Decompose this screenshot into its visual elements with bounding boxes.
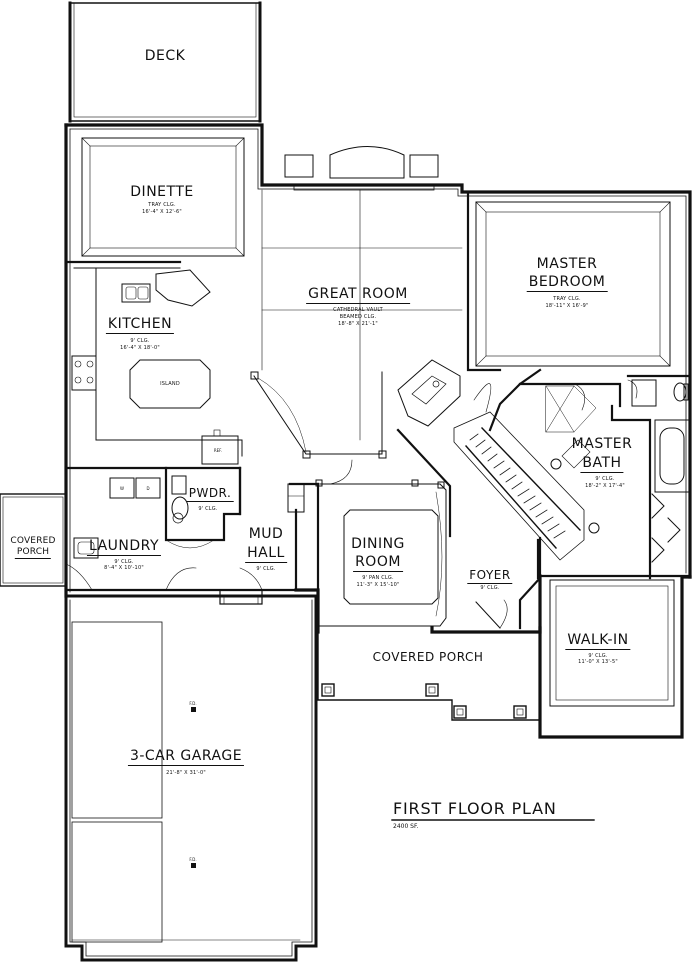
side-porch-label-2: PORCH xyxy=(14,547,52,559)
side-covered-porch xyxy=(0,493,67,587)
refrigerator-label: REF. xyxy=(213,448,223,453)
garage xyxy=(64,594,318,962)
dinette-tray-ceiling xyxy=(81,137,245,257)
front-covered-porch xyxy=(317,631,541,721)
master-bath-label-2: BATH xyxy=(580,455,624,473)
great-room-glass-wall xyxy=(250,371,387,459)
dinette-size: 16'-4" X 12'-6" xyxy=(142,209,182,215)
master-bedroom-size: 18'-11" X 16'-9" xyxy=(545,303,589,309)
master-bedroom-label-1: MASTER xyxy=(536,256,598,272)
garage-size: 21'-8" X 31'-0" xyxy=(166,770,206,776)
laundry-size: 8'-4" X 10'-10" xyxy=(104,565,144,571)
master-closet-doors xyxy=(651,493,681,563)
mud-hall-lockers xyxy=(287,483,305,513)
floor-drain-label-2: F.D. xyxy=(189,857,197,862)
kitchen-label: KITCHEN xyxy=(105,316,175,334)
dining-room-label-2: ROOM xyxy=(353,554,403,572)
powder-room-ceiling: 9' CLG. xyxy=(198,506,218,512)
dryer-label: D xyxy=(146,486,150,491)
walk-in-size: 11'-0" X 13'-5" xyxy=(578,659,618,665)
laundry-ceiling: 9' CLG. xyxy=(114,559,134,565)
master-bath-ceiling: 9' CLG. xyxy=(595,476,615,482)
island-label: ISLAND xyxy=(160,381,180,387)
dinette-ceiling: TRAY CLG. xyxy=(148,202,176,208)
interior-walls-center xyxy=(396,428,542,630)
walk-in-ceiling: 9' CLG. xyxy=(588,653,608,659)
stair xyxy=(453,383,585,561)
dining-room xyxy=(315,459,447,627)
mud-hall-ceiling: 9' CLG. xyxy=(256,566,276,572)
laundry-label: LAUNDRY xyxy=(86,538,162,556)
master-bedroom-tray-ceiling xyxy=(475,201,671,367)
front-door xyxy=(475,599,508,629)
deck xyxy=(68,1,262,123)
front-porch-label: COVERED PORCH xyxy=(372,650,484,664)
floor-drain-symbols xyxy=(191,707,196,868)
foyer-ceiling: 9' CLG. xyxy=(480,585,500,591)
laundry-fixtures xyxy=(65,475,263,605)
deck-label: DECK xyxy=(144,48,186,64)
fireplace xyxy=(397,359,461,427)
master-bath-size: 18'-2" X 17'-4" xyxy=(585,483,625,489)
foyer-label: FOYER xyxy=(467,568,513,584)
mud-hall-label-2: HALL xyxy=(245,545,287,563)
interior-walls-west xyxy=(64,260,320,594)
great-room-ceiling-1: CATHEDRAL VAULT xyxy=(333,307,383,313)
walk-in-closet xyxy=(549,579,675,707)
plan-title: FIRST FLOOR PLAN xyxy=(393,799,557,818)
great-room-ceiling-2: BEAMED CLG. xyxy=(339,314,377,320)
dinette-label: DINETTE xyxy=(130,184,194,200)
floor-drain-label-1: F.D. xyxy=(189,701,197,706)
garage-label: 3-CAR GARAGE xyxy=(127,748,245,766)
master-bath-fixtures xyxy=(545,379,690,534)
dining-room-label-1: DINING xyxy=(351,536,405,552)
kitchen-counters xyxy=(71,267,243,465)
great-room-window-seats xyxy=(284,146,439,191)
great-room-beams xyxy=(261,189,463,441)
master-bath-label-1: MASTER xyxy=(571,436,633,452)
dining-room-size: 11'-3" X 15'-10" xyxy=(356,582,400,588)
great-room-size: 18'-8" X 21'-1" xyxy=(338,321,378,327)
walk-in-label: WALK-IN xyxy=(565,632,631,650)
kitchen-ceiling: 9' CLG. xyxy=(130,338,150,344)
master-bedroom-label-2: BEDROOM xyxy=(526,274,608,292)
side-porch-label-1: COVERED xyxy=(10,536,56,546)
master-bedroom-ceiling: TRAY CLG. xyxy=(553,296,581,302)
powder-room-label: PWDR. xyxy=(186,486,234,502)
interior-walls-master xyxy=(466,190,692,580)
dining-room-ceiling: 9' PAN CLG. xyxy=(362,575,394,581)
kitchen-size: 16'-4" X 18'-0" xyxy=(120,345,160,351)
plan-area: 2400 SF. xyxy=(393,823,419,830)
mud-hall-label-1: MUD xyxy=(248,526,284,542)
washer-label: W xyxy=(120,486,124,491)
great-room-label: GREAT ROOM xyxy=(306,286,410,304)
